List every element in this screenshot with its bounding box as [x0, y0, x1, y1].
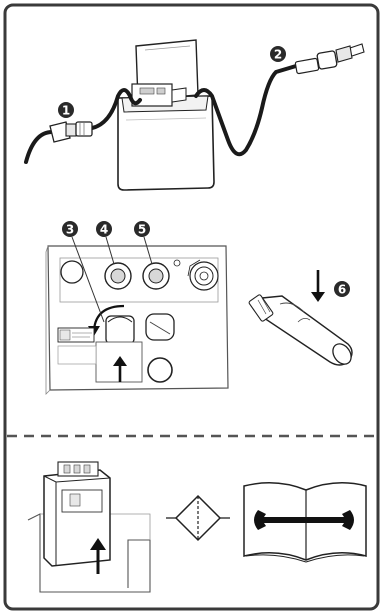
callout-3-label: 3 [66, 223, 74, 237]
callout-2: 2 [270, 46, 286, 62]
callout-6-label: 6 [338, 283, 346, 297]
open-manual-wrench-icon [244, 483, 366, 562]
callout-4: 4 [96, 221, 112, 237]
callout-4-label: 4 [100, 223, 108, 237]
callout-2-label: 2 [274, 48, 282, 62]
callout-5: 5 [134, 221, 150, 237]
callout-3: 3 [62, 221, 78, 237]
callout-1-label: 1 [62, 104, 70, 118]
callout-1: 1 [58, 102, 74, 118]
callout-5-label: 5 [138, 223, 146, 237]
control-panel-icon [46, 246, 228, 394]
callout-6: 6 [334, 281, 350, 297]
